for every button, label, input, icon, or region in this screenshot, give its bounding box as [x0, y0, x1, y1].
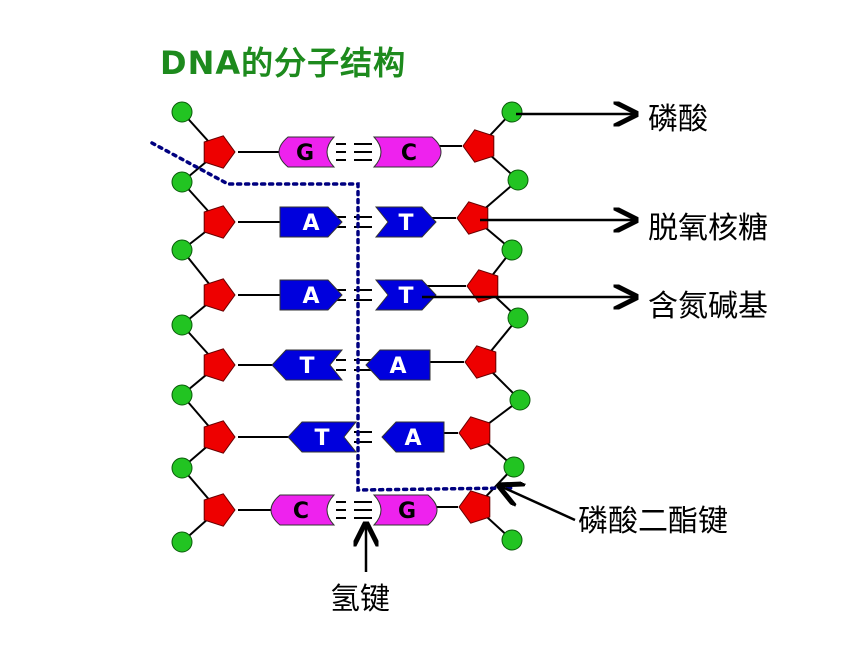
dotted-outline-path — [150, 141, 514, 492]
phosphate-left-6 — [171, 531, 193, 553]
base-left-1 — [279, 206, 343, 238]
sugar-right-4 — [458, 416, 491, 450]
base-right-5 — [372, 494, 438, 526]
base-right-1 — [374, 206, 437, 238]
base-letter-left-2: A — [302, 284, 319, 309]
base-letter-right-2: T — [398, 284, 413, 309]
base-letter-right-1: T — [398, 211, 413, 236]
sugars — [203, 129, 499, 527]
base-left-4 — [287, 421, 358, 453]
sugar-left-3 — [203, 348, 236, 382]
base-left-0 — [278, 136, 336, 168]
phosphate-left-5 — [171, 457, 193, 479]
phosphate-right-4 — [509, 389, 531, 411]
sugar-right-5 — [458, 490, 491, 524]
base-left-3 — [271, 349, 344, 381]
phosphate-right-6 — [501, 529, 523, 551]
phosphate-left-3 — [171, 314, 193, 336]
phosphates — [171, 101, 531, 553]
phosphate-right-0 — [501, 101, 523, 123]
phosphate-right-1 — [507, 169, 529, 191]
base-letter-right-3: A — [389, 354, 406, 379]
sugar-right-0 — [462, 129, 495, 163]
sugar-left-1 — [203, 205, 236, 239]
sugar-right-3 — [464, 345, 497, 379]
base-letter-left-5: C — [293, 499, 309, 524]
base-letter-left-0: G — [296, 141, 314, 166]
phosphate-left-2 — [171, 239, 193, 261]
phosphate-right-2 — [501, 239, 523, 261]
bases: G C A T A T T A T A C G — [270, 136, 445, 526]
phosphate-right-5 — [503, 456, 525, 478]
dotted-outline — [150, 141, 514, 492]
base-letter-right-4: A — [404, 426, 421, 451]
base-right-2 — [374, 279, 437, 311]
base-left-5 — [270, 494, 336, 526]
base-letter-left-3: T — [299, 354, 314, 379]
phosphate-right-3 — [507, 307, 529, 329]
sugar-left-2 — [203, 278, 236, 312]
label-nitrogenous-base: 含氮碱基 — [648, 289, 768, 324]
sugar-right-1 — [456, 201, 489, 235]
base-right-3 — [365, 349, 431, 381]
sugar-left-0 — [203, 135, 236, 169]
label-phosphodiester-bond: 磷酸二酯键 — [578, 504, 728, 539]
backbone-lines — [181, 111, 521, 543]
sugar-left-5 — [203, 493, 236, 527]
phosphate-left-1 — [171, 171, 193, 193]
base-left-2 — [279, 279, 343, 311]
label-deoxyribose: 脱氧核糖 — [648, 211, 768, 246]
base-letter-left-1: A — [302, 211, 319, 236]
arrow-phosphodiester-bond — [500, 486, 576, 522]
phosphate-left-4 — [171, 384, 193, 406]
base-letter-left-4: T — [314, 426, 329, 451]
base-letter-right-5: G — [398, 499, 416, 524]
sugar-right-2 — [466, 269, 499, 303]
label-phosphate: 磷酸 — [648, 102, 708, 137]
label-arrows — [366, 114, 636, 572]
base-letter-right-0: C — [401, 141, 417, 166]
diagram-title: DNA的分子结构 — [160, 44, 407, 82]
base-right-0 — [372, 136, 442, 168]
label-hydrogen-bond: 氢键 — [330, 582, 390, 617]
base-right-4 — [381, 421, 445, 453]
hydrogen-bond-marks — [336, 143, 372, 519]
phosphate-left-0 — [171, 101, 193, 123]
sugar-left-4 — [203, 420, 236, 454]
